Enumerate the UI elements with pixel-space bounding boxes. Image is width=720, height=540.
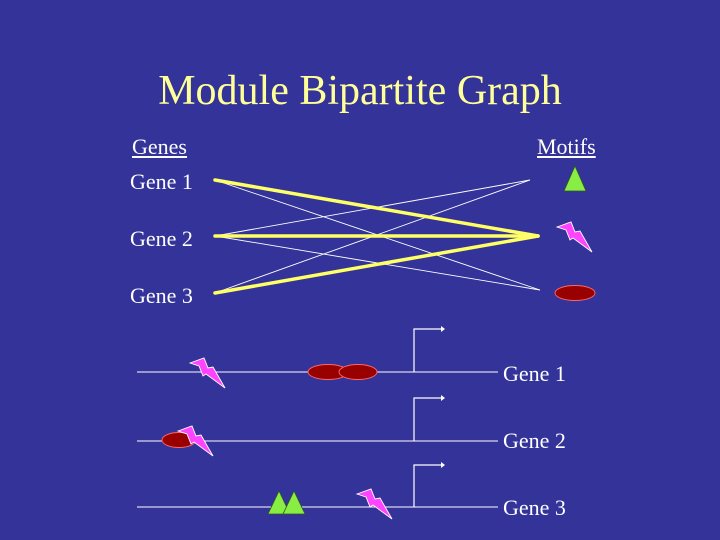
graph-gene-2-label: Gene 2 bbox=[130, 226, 193, 251]
triangle-motif-icon bbox=[267, 490, 291, 515]
promoter-gene-2-label: Gene 2 bbox=[503, 428, 566, 453]
promoter-row-3 bbox=[137, 462, 498, 520]
promoter-row-2 bbox=[137, 395, 498, 457]
ellipse-motif-icon bbox=[554, 285, 596, 301]
genes-header: Genes bbox=[132, 134, 187, 159]
promoter-gene-3-label: Gene 3 bbox=[503, 495, 566, 520]
lightning-motif-icon bbox=[555, 221, 593, 253]
triangle-motif-icon bbox=[282, 490, 306, 515]
strong-edges bbox=[213, 178, 540, 295]
edge-gene1-lightning bbox=[213, 178, 540, 238]
slide-title: Module Bipartite Graph bbox=[158, 68, 562, 114]
graph-gene-3-label: Gene 3 bbox=[130, 283, 193, 308]
lightning-motif-icon bbox=[176, 425, 214, 457]
edge-gene3-lightning bbox=[213, 234, 540, 295]
transcription-start-arrow-icon bbox=[413, 395, 445, 441]
ellipse-motif-icon bbox=[338, 364, 378, 380]
transcription-start-arrow-icon bbox=[413, 326, 445, 372]
promoter-row-1 bbox=[137, 326, 498, 389]
graph-gene-1-label: Gene 1 bbox=[130, 169, 193, 194]
motifs-header: Motifs bbox=[537, 134, 596, 159]
triangle-motif-icon bbox=[563, 165, 587, 192]
transcription-start-arrow-icon bbox=[413, 462, 445, 507]
lightning-motif-icon bbox=[188, 357, 226, 389]
promoter-gene-1-label: Gene 1 bbox=[503, 361, 566, 386]
lightning-motif-icon bbox=[355, 488, 393, 520]
